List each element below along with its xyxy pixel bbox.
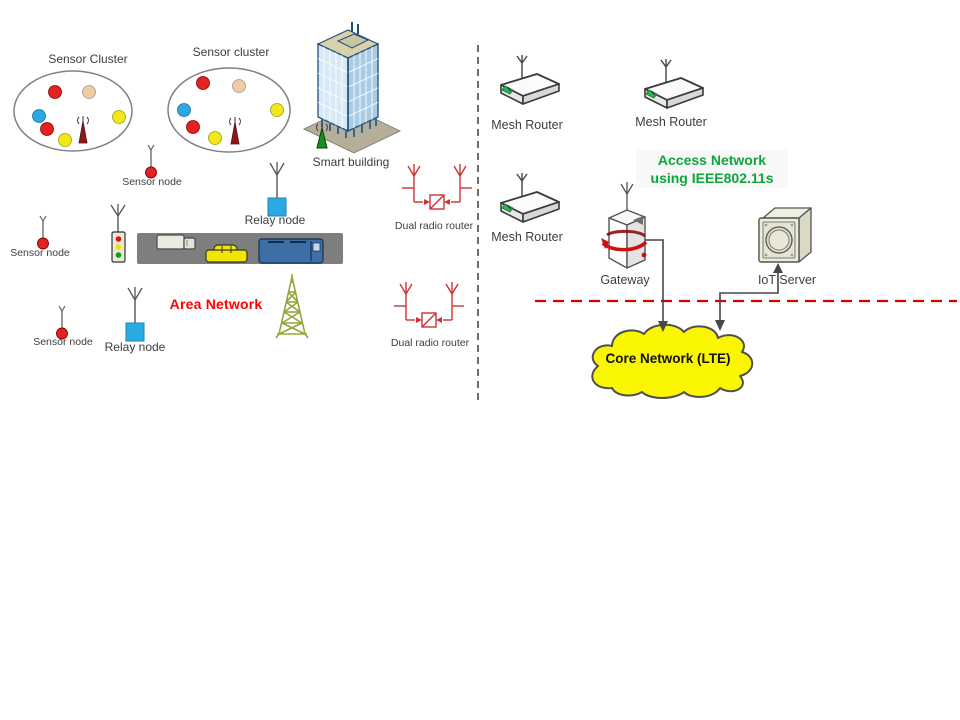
mesh-router-top-left-icon bbox=[500, 55, 560, 105]
relay-node-bottom-icon bbox=[125, 287, 145, 342]
core-network-label: Core Network (LTE) bbox=[605, 351, 731, 366]
sensor-cluster-2-label: Sensor cluster bbox=[192, 45, 270, 59]
smart-building-icon bbox=[302, 22, 402, 154]
smart-building-label: Smart building bbox=[312, 155, 390, 169]
gateway-icon bbox=[601, 182, 648, 269]
sensor-cluster-2-icon bbox=[167, 67, 291, 153]
delivery-truck-icon bbox=[258, 238, 324, 264]
dual-radio-router-bottom-icon bbox=[394, 282, 464, 328]
sensor-cluster-1-icon bbox=[13, 70, 133, 152]
area-network-caption: Area Network bbox=[169, 296, 263, 312]
building-antenna-icon bbox=[316, 123, 328, 149]
radio-tower-icon bbox=[275, 274, 309, 339]
cluster-antenna-icon bbox=[77, 116, 89, 144]
road bbox=[137, 233, 343, 264]
access-network-caption-line1: Access Network bbox=[657, 152, 767, 168]
sensor-node-top-icon bbox=[145, 144, 157, 179]
traffic-light-icon bbox=[110, 204, 126, 263]
mesh-router-top-right-label: Mesh Router bbox=[635, 115, 707, 129]
iot-core-connector bbox=[715, 263, 783, 331]
sensor-node-bottom-label: Sensor node bbox=[33, 336, 93, 348]
relay-node-top-label: Relay node bbox=[244, 213, 306, 227]
sensor-node-top-label: Sensor node bbox=[122, 176, 182, 188]
dual-radio-router-bottom-label: Dual radio router bbox=[390, 337, 470, 349]
cluster-antenna-icon bbox=[229, 117, 241, 145]
mesh-router-mid-icon bbox=[500, 173, 560, 223]
mesh-router-mid-label: Mesh Router bbox=[491, 230, 563, 244]
access-network-caption: Access Network using IEEE802.11s bbox=[636, 150, 788, 189]
mesh-router-top-right-icon bbox=[644, 59, 704, 109]
iot-server-label: IoT Server bbox=[757, 273, 817, 287]
access-network-caption-line2: using IEEE802.11s bbox=[650, 170, 774, 187]
car-icon bbox=[205, 244, 248, 263]
core-network-cloud-icon bbox=[591, 323, 754, 399]
dual-radio-router-top-label: Dual radio router bbox=[394, 220, 474, 232]
sensor-node-left-label: Sensor node bbox=[10, 247, 70, 259]
dual-radio-router-top-icon bbox=[402, 164, 472, 210]
sensor-cluster-1-label: Sensor Cluster bbox=[48, 52, 128, 66]
mesh-router-top-left-label: Mesh Router bbox=[491, 118, 563, 132]
box-truck-icon bbox=[156, 234, 196, 250]
sensor-node-bottom-icon bbox=[56, 305, 68, 340]
relay-node-bottom-label: Relay node bbox=[104, 340, 166, 354]
iot-server-icon bbox=[758, 207, 812, 263]
relay-node-top-icon bbox=[267, 162, 287, 217]
gateway-label: Gateway bbox=[600, 273, 650, 287]
sensor-node-left-icon bbox=[37, 215, 49, 250]
